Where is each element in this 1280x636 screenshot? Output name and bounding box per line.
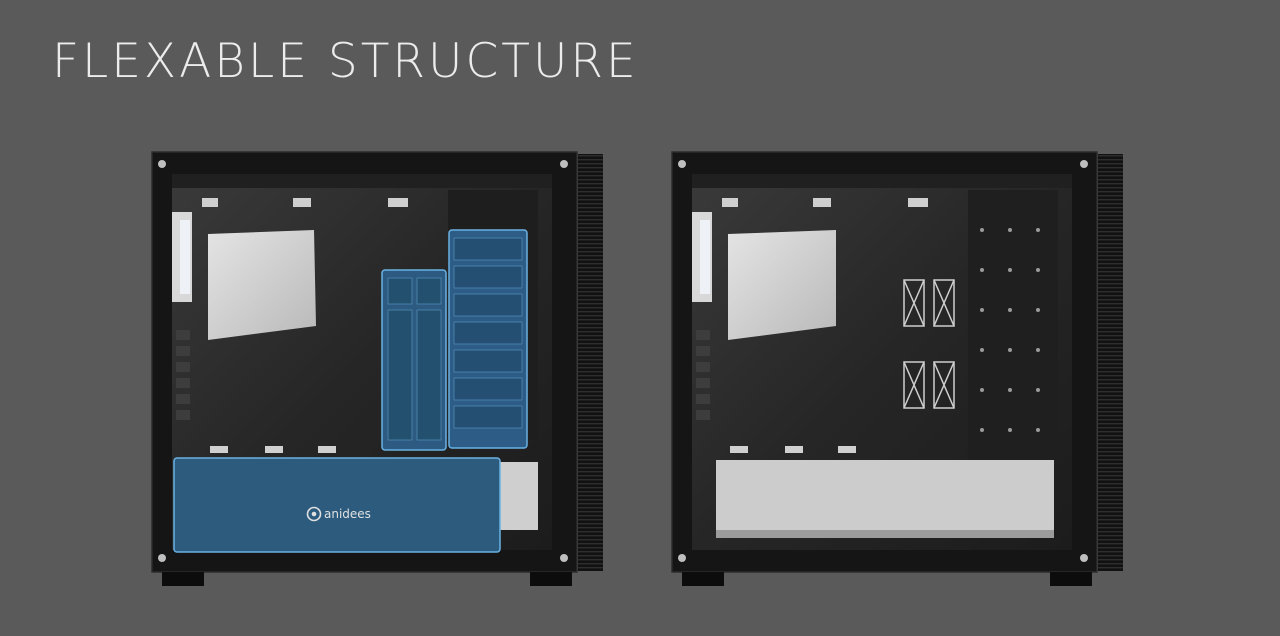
page-title: FLEXABLE STRUCTURE xyxy=(52,34,639,89)
case-open-layout xyxy=(670,150,1125,588)
brand-logo-text: anidees xyxy=(324,507,371,521)
case-with-drive-cages: anidees xyxy=(150,150,605,588)
